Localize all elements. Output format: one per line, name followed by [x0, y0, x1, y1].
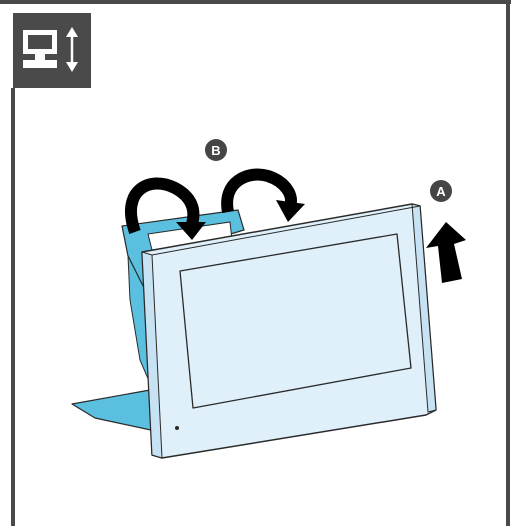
step-b-label: B [211, 142, 221, 158]
tablet-screen [179, 233, 412, 409]
step-b-badge: B [205, 139, 227, 161]
up-arrow-icon [426, 222, 466, 283]
step-a-label: A [436, 183, 446, 199]
indicator-dot [175, 426, 179, 430]
adjust-height-icon [13, 13, 91, 88]
curved-arrow-right-icon [221, 168, 305, 222]
curved-arrow-left-icon [125, 177, 206, 240]
stand-base [71, 389, 161, 433]
tablet-illustration [71, 168, 466, 459]
step-a-badge: A [430, 180, 452, 202]
